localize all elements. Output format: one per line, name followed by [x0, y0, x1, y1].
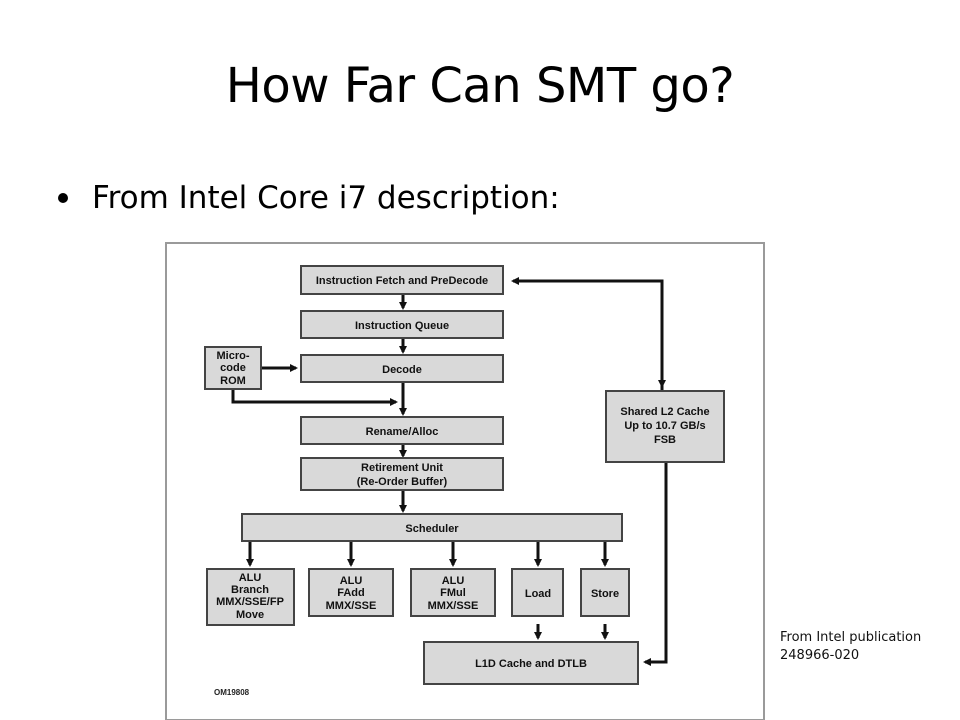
bullet-text: From Intel Core i7 description: [92, 180, 560, 216]
slide-title: How Far Can SMT go? [225, 58, 735, 114]
source-caption: From Intel publication 248966-020 [780, 629, 921, 665]
microcode-line-2: code [220, 362, 246, 374]
source-line-2: 248966-020 [780, 648, 860, 663]
alu3-line-2: FMul [440, 587, 466, 599]
box-retire: Retirement Unit (Re-Order Buffer) [300, 457, 504, 491]
alu1-line-3: MMX/SSE/FP [216, 596, 284, 608]
box-l2: Shared L2 Cache Up to 10.7 GB/s FSB [605, 390, 725, 463]
bullet-icon [58, 193, 68, 203]
box-l1d: L1D Cache and DTLB [423, 641, 639, 685]
box-store-label: Store [591, 588, 619, 600]
alu2-line-2: FAdd [337, 587, 365, 599]
alu1-line-4: Move [236, 609, 264, 621]
box-decode-label: Decode [382, 364, 422, 376]
microcode-line-1: Micro- [217, 350, 250, 362]
box-alu2: ALU FAdd MMX/SSE [308, 568, 394, 617]
box-l1d-label: L1D Cache and DTLB [475, 658, 587, 670]
alu2-line-1: ALU [340, 575, 363, 587]
figure-id: OM19808 [214, 688, 250, 697]
box-scheduler-label: Scheduler [405, 523, 459, 535]
box-queue-label: Instruction Queue [355, 320, 449, 332]
alu2-line-3: MMX/SSE [326, 600, 377, 612]
box-rename-label: Rename/Alloc [366, 426, 439, 438]
box-queue: Instruction Queue [300, 310, 504, 339]
alu1-line-1: ALU [239, 572, 262, 584]
box-scheduler: Scheduler [241, 513, 623, 542]
source-line-1: From Intel publication [780, 630, 922, 645]
box-fetch: Instruction Fetch and PreDecode [300, 265, 504, 295]
microcode-line-3: ROM [220, 375, 246, 387]
l2-line-3: FSB [654, 434, 676, 446]
l2-line-2: Up to 10.7 GB/s [624, 420, 705, 432]
box-rename: Rename/Alloc [300, 416, 504, 445]
alu3-line-3: MMX/SSE [428, 600, 479, 612]
bullet-item: From Intel Core i7 description: [58, 180, 560, 216]
box-fetch-label: Instruction Fetch and PreDecode [316, 275, 488, 287]
alu1-line-2: Branch [231, 584, 269, 596]
connectors [231, 277, 668, 666]
box-alu3: ALU FMul MMX/SSE [410, 568, 496, 617]
box-microcode: Micro- code ROM [204, 346, 262, 390]
box-alu1: ALU Branch MMX/SSE/FP Move [206, 568, 295, 626]
arrow-l2-l1d [643, 462, 668, 666]
retire-line-2: (Re-Order Buffer) [357, 476, 448, 488]
arrow-microcode-rename [231, 390, 398, 406]
alu3-line-1: ALU [442, 575, 465, 587]
box-load: Load [511, 568, 564, 617]
box-decode: Decode [300, 354, 504, 383]
box-store: Store [580, 568, 630, 617]
l2-line-1: Shared L2 Cache [620, 406, 709, 418]
retire-line-1: Retirement Unit [361, 462, 443, 474]
box-load-label: Load [525, 588, 551, 600]
